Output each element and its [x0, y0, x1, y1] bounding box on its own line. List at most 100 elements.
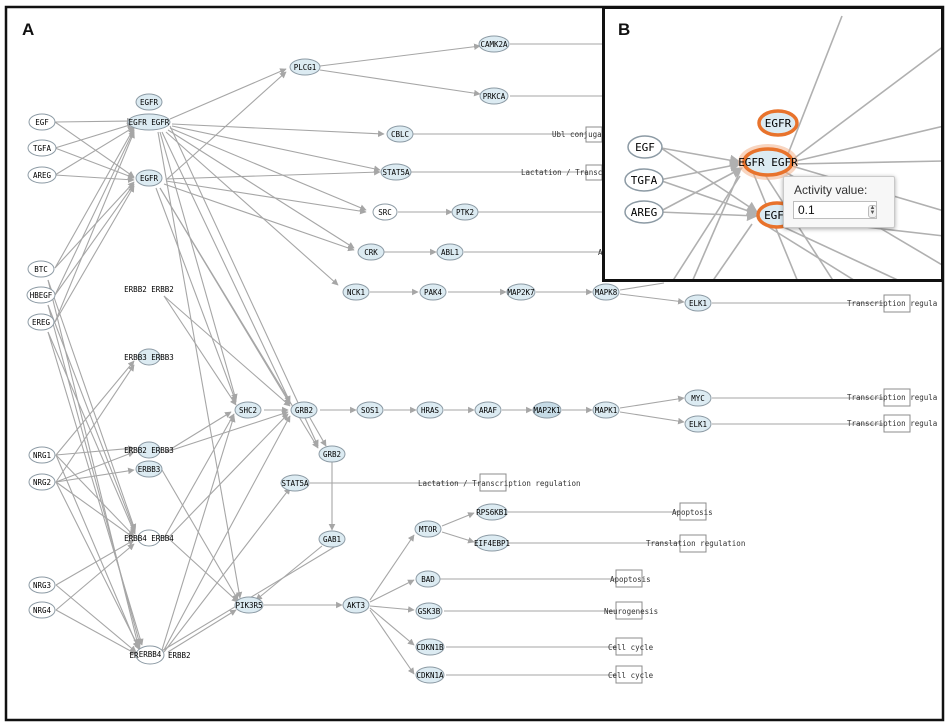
node-erbb2-erbb2[interactable]: ERBB2 ERBB2 [124, 285, 174, 294]
svg-text:MYC: MYC [691, 394, 705, 403]
edge-group [47, 43, 884, 676]
svg-text:ER: ER [129, 651, 139, 660]
svg-text:SRC: SRC [378, 208, 392, 217]
node-btc[interactable]: BTC [27, 260, 55, 278]
node-elk1-top[interactable]: ELK1 [684, 294, 712, 312]
node-akt3[interactable]: AKT3 [342, 596, 370, 614]
svg-text:STAT5A: STAT5A [281, 479, 309, 488]
node-elk1[interactable]: ELK1 [684, 415, 712, 433]
node-map2k7[interactable]: MAP2K7 [506, 283, 536, 301]
svg-text:NRG1: NRG1 [33, 451, 51, 460]
node-nrg3[interactable]: NRG3 [28, 576, 56, 594]
activity-value-popup: Activity value: 0.1 ▲▼ [783, 176, 895, 228]
svg-text:TGFA: TGFA [631, 174, 658, 187]
outcome-box-group [479, 126, 911, 684]
node-mtor[interactable]: MTOR [414, 520, 442, 538]
node-mapk1[interactable]: MAPK1 [592, 401, 620, 419]
zoom-node-egfr-monomer[interactable]: EGFR [757, 109, 799, 137]
node-shc2[interactable]: SHC2 [234, 401, 262, 419]
node-plcg1[interactable]: PLCG1 [289, 58, 321, 76]
node-egfr-monomer[interactable]: EGFR [135, 93, 163, 111]
svg-text:NRG3: NRG3 [33, 581, 51, 590]
ligand-node-group: EGF TGFA AREG BTC HBEGF EREG NRG1 NRG2 N… [26, 113, 57, 619]
node-pak4[interactable]: PAK4 [419, 283, 447, 301]
svg-text:AREG: AREG [631, 206, 658, 219]
outcome-cell-cycle-1: Cell cycle [608, 643, 654, 652]
node-nrg2[interactable]: NRG2 [28, 473, 56, 491]
node-tgfa[interactable]: TGFA [27, 139, 57, 157]
node-nrg1[interactable]: NRG1 [28, 446, 56, 464]
node-myc[interactable]: MYC [684, 389, 712, 407]
svg-text:ERBB2 ERBB3: ERBB2 ERBB3 [124, 446, 174, 455]
node-gab1[interactable]: GAB1 [318, 530, 346, 548]
zoom-node-areg[interactable]: AREG [624, 200, 664, 224]
svg-text:MAPK8: MAPK8 [595, 288, 618, 297]
svg-text:MAP2K1: MAP2K1 [533, 406, 560, 415]
svg-text:EGF: EGF [35, 118, 49, 127]
outcome-transcription-myc: Transcription regula [847, 393, 937, 402]
spinner-icon[interactable]: ▲▼ [868, 205, 877, 218]
node-gsk3b[interactable]: GSK3B [415, 602, 443, 620]
node-ptk2[interactable]: PTK2 [451, 203, 479, 221]
node-nrg4[interactable]: NRG4 [28, 601, 56, 619]
node-bad[interactable]: BAD [415, 570, 441, 588]
svg-text:EGF: EGF [635, 141, 655, 154]
node-erbb2-erbb3[interactable]: ERBB2 ERBB3 [124, 441, 174, 459]
node-grb2[interactable]: GRB2 [290, 401, 318, 419]
node-crk[interactable]: CRK [357, 243, 385, 261]
node-sos1[interactable]: SOS1 [356, 401, 384, 419]
node-abl1[interactable]: ABL1 [436, 243, 464, 261]
outcome-transcription-elk1-top: Transcription regula [847, 299, 937, 308]
node-erbb3-erbb3[interactable]: ERBB3 ERBB3 [124, 348, 174, 366]
node-map2k1[interactable]: MAP2K1 [532, 401, 562, 419]
node-areg[interactable]: AREG [27, 166, 57, 184]
node-camk2a[interactable]: CAMK2A [478, 35, 510, 53]
svg-text:CAMK2A: CAMK2A [480, 40, 508, 49]
outcome-neurogenesis: Neurogenesis [604, 607, 658, 616]
node-mapk8[interactable]: MAPK8 [592, 283, 620, 301]
svg-text:EGF: EGF [764, 209, 784, 222]
outcome-ubl: Ubl conjugati [552, 130, 611, 139]
node-rps6kb1[interactable]: RPS6KB1 [476, 503, 508, 521]
node-hras[interactable]: HRAS [416, 401, 444, 419]
node-eif4ebp1[interactable]: EIF4EBP1 [474, 534, 510, 552]
node-prkca[interactable]: PRKCA [479, 87, 509, 105]
node-grb2-lower[interactable]: GRB2 [318, 445, 346, 463]
svg-text:TGFA: TGFA [33, 144, 52, 153]
svg-text:PTK2: PTK2 [456, 208, 474, 217]
zoom-node-egf[interactable]: EGF [627, 135, 663, 159]
zoom-node-egfr-dimer[interactable]: EGFR EGFR [738, 147, 798, 177]
node-stat5a[interactable]: STAT5A [280, 474, 310, 492]
node-cdkn1a[interactable]: CDKN1A [415, 666, 445, 684]
svg-text:ELK1: ELK1 [689, 420, 707, 429]
node-erbb4-erbb4[interactable]: ERBB4 ERBB4 [124, 529, 174, 547]
svg-text:CRK: CRK [364, 248, 378, 257]
node-cdkn1b[interactable]: CDKN1B [415, 638, 445, 656]
svg-text:ERBB4: ERBB4 [139, 650, 162, 659]
node-egfr[interactable]: EGFR [135, 169, 163, 187]
node-nck1[interactable]: NCK1 [342, 283, 370, 301]
panel-b-frame [602, 6, 944, 282]
svg-text:EGFR: EGFR [140, 174, 159, 183]
node-ereg[interactable]: EREG [27, 313, 55, 331]
activity-value-input[interactable]: 0.1 [793, 201, 877, 219]
outcome-apoptosis-1: Apoptosis [672, 508, 713, 517]
svg-text:EGFR EGFR: EGFR EGFR [129, 118, 170, 127]
node-egf[interactable]: EGF [28, 113, 56, 131]
svg-text:ERBB3: ERBB3 [138, 465, 161, 474]
svg-text:HBEGF: HBEGF [30, 291, 53, 300]
svg-text:GSK3B: GSK3B [418, 607, 441, 616]
node-src[interactable]: SRC [372, 203, 398, 221]
panel-b-label: B [618, 20, 631, 39]
node-erbb3[interactable]: ERBB3 [135, 460, 163, 478]
node-stat5a-top[interactable]: STAT5A [380, 163, 412, 181]
node-pik3r5[interactable]: PIK3R5 [234, 596, 264, 614]
zoom-node-tgfa[interactable]: TGFA [624, 168, 664, 192]
svg-text:ERBB3 ERBB3: ERBB3 ERBB3 [124, 353, 174, 362]
node-cblc[interactable]: CBLC [386, 125, 414, 143]
svg-text:ELK1: ELK1 [689, 299, 707, 308]
node-hbegf[interactable]: HBEGF [26, 286, 56, 304]
node-egfr-dimer[interactable]: EGFR EGFR [127, 113, 171, 131]
node-araf[interactable]: ARAF [474, 401, 502, 419]
